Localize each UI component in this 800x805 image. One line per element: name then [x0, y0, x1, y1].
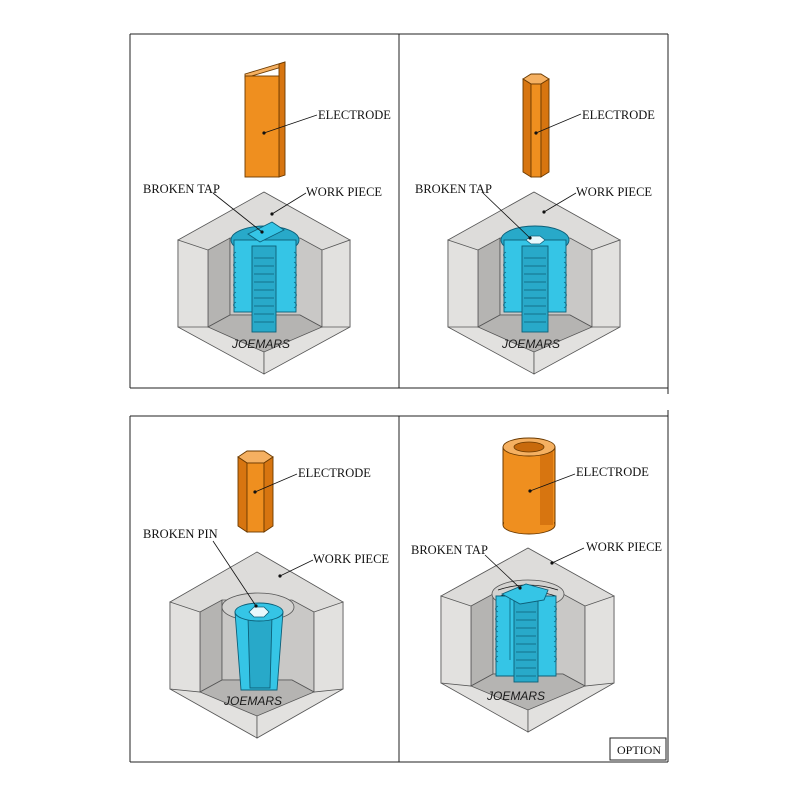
panel-3-broken-label: BROKEN PIN [143, 527, 218, 541]
panel-3: ELECTRODE BROKEN PIN WORK PIECE JOEMARS [143, 450, 389, 739]
option-badge: OPTION [609, 737, 667, 761]
panel-3-electrode [237, 450, 274, 533]
panel-3-broken-pin [234, 602, 284, 691]
panel-1-broken-label: BROKEN TAP [143, 182, 220, 196]
panel-4-electrode-label: ELECTRODE [576, 465, 649, 479]
panel-2-electrode [522, 73, 550, 178]
panel-2-electrode-label: ELECTRODE [582, 108, 655, 122]
panel-4-broken-label: BROKEN TAP [411, 543, 488, 557]
panel-1-workpiece-label: WORK PIECE [306, 185, 382, 199]
panel-2-broken-tap [500, 225, 570, 333]
panel-1-brand: JOEMARS [231, 337, 290, 351]
panel-2-brand: JOEMARS [501, 337, 560, 351]
top-panels-frame [129, 33, 669, 394]
panel-4-brand: JOEMARS [486, 689, 545, 703]
panel-1-broken-tap [230, 221, 300, 333]
panel-4-broken-tap [495, 583, 557, 683]
option-label: OPTION [617, 743, 661, 757]
panel-3-workpiece-label: WORK PIECE [313, 552, 389, 566]
panel-4-electrode [502, 437, 556, 535]
panel-1: ELECTRODE BROKEN TAP WORK PIECE JOEMARS [143, 61, 391, 375]
panel-3-workpiece [169, 551, 344, 739]
panel-1-electrode-label: ELECTRODE [318, 108, 391, 122]
panel-3-brand: JOEMARS [223, 694, 282, 708]
panel-1-electrode [244, 61, 286, 178]
bottom-panels-frame [129, 410, 669, 763]
panel-4-workpiece-label: WORK PIECE [586, 540, 662, 554]
panel-2-broken-label: BROKEN TAP [415, 182, 492, 196]
panel-2-workpiece-label: WORK PIECE [576, 185, 652, 199]
panel-3-electrode-label: ELECTRODE [298, 466, 371, 480]
panel-2: ELECTRODE BROKEN TAP WORK PIECE JOEMARS [415, 73, 655, 375]
panel-4: ELECTRODE BROKEN TAP WORK PIECE JOEMARS [411, 437, 662, 733]
